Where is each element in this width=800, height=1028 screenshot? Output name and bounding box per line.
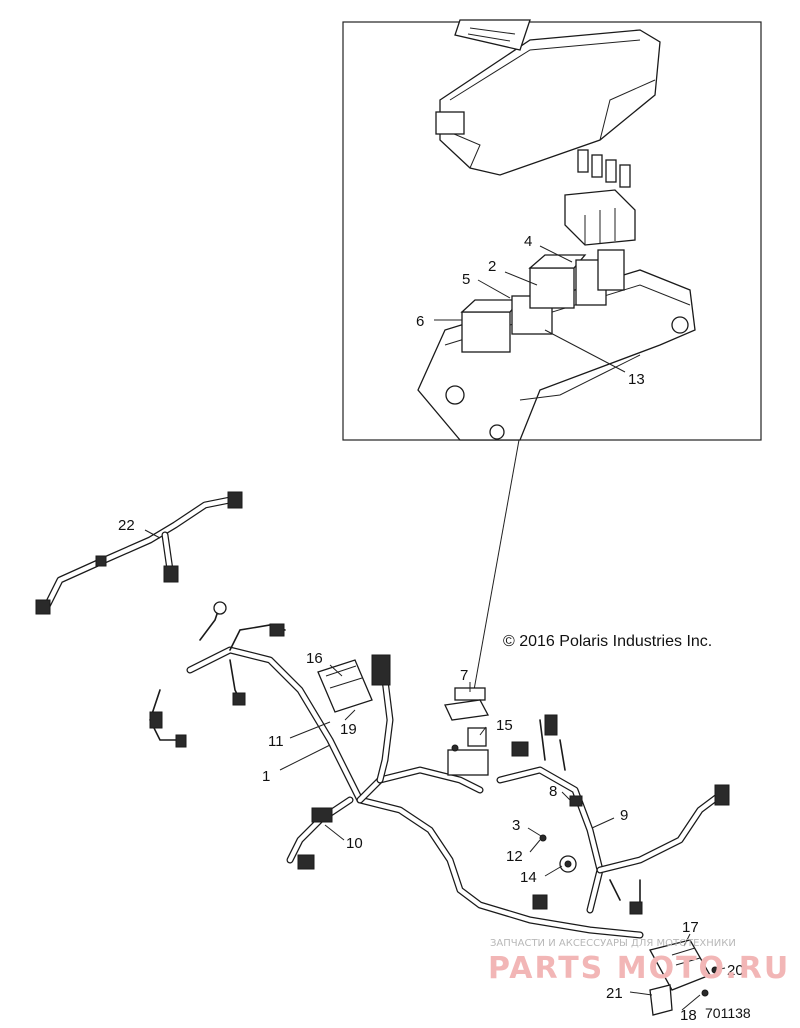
callout-6: 6 [416, 313, 424, 330]
clip-8 [569, 795, 583, 807]
fuse-box-detail-inset [342, 19, 762, 441]
blade-fuses [577, 149, 631, 188]
callout-12: 12 [506, 848, 523, 865]
callout-10: 10 [346, 835, 363, 852]
callout-11: 11 [268, 733, 284, 750]
fuse-box-assembly [444, 687, 490, 776]
callout-3: 3 [512, 817, 520, 834]
callout-8: 8 [549, 783, 557, 800]
callout-14: 14 [520, 869, 537, 886]
callout-22: 22 [118, 517, 135, 534]
screw-12 [539, 834, 547, 842]
callout-4: 4 [524, 233, 532, 250]
callout-18: 18 [680, 1007, 697, 1024]
callout-5: 5 [462, 271, 470, 288]
sub-harness-22 [35, 491, 243, 615]
callout-7: 7 [460, 667, 468, 684]
callout-19: 19 [340, 721, 357, 738]
callout-2: 2 [488, 258, 496, 275]
figure-number: 701138 [705, 1005, 751, 1021]
callout-17: 17 [682, 919, 699, 936]
watermark-tagline: ЗАПЧАСТИ И АКСЕССУАРЫ ДЛЯ МОТОТЕХНИКИ [490, 938, 736, 949]
copyright-notice: © 2016 Polaris Industries Inc. [503, 633, 712, 650]
relays [460, 249, 625, 353]
watermark-logo: PARTS MOTO.RU [488, 951, 790, 986]
callout-13: 13 [628, 371, 645, 388]
callout-15: 15 [496, 717, 513, 734]
bracket-assembly [649, 939, 719, 1016]
callout-20: 20 [727, 962, 744, 979]
main-harness [149, 601, 730, 939]
callout-9: 9 [620, 807, 628, 824]
callout-16: 16 [306, 650, 323, 667]
fuse-block [564, 189, 636, 246]
fuse-box-cover [435, 19, 661, 176]
inset-leader [473, 439, 520, 691]
callout-1: 1 [262, 768, 270, 785]
ecu-module [317, 659, 373, 713]
callout-21: 21 [606, 985, 623, 1002]
leader-lines [144, 529, 726, 1011]
